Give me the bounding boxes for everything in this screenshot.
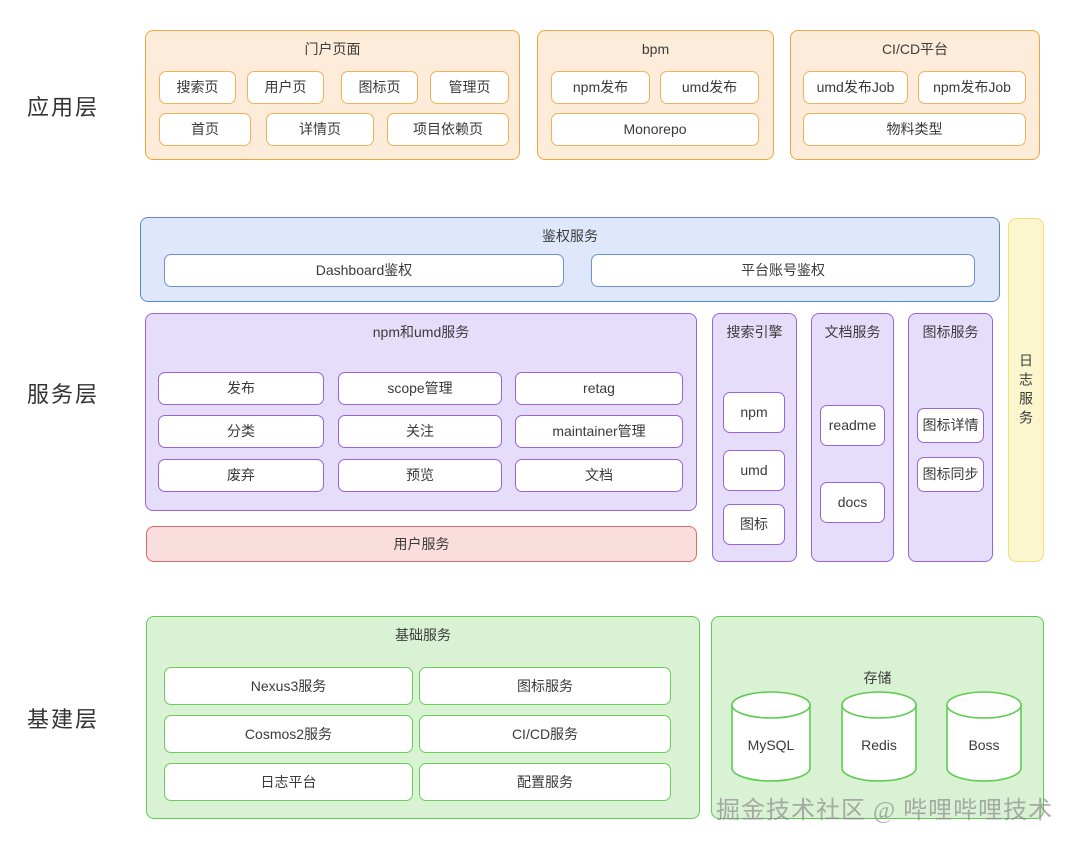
cylinder-boss[interactable]: Boss: [945, 691, 1023, 782]
chip-portal-user-page[interactable]: 用户页: [247, 71, 324, 104]
chip-bpm-umd-publish[interactable]: umd发布: [660, 71, 759, 104]
chip-cosmos2-service[interactable]: Cosmos2服务: [164, 715, 413, 753]
chip-category[interactable]: 分类: [158, 415, 324, 448]
chip-bpm-monorepo[interactable]: Monorepo: [551, 113, 759, 146]
chip-dashboard-auth[interactable]: Dashboard鉴权: [164, 254, 564, 287]
chip-search-npm[interactable]: npm: [723, 392, 785, 433]
chip-deprecate[interactable]: 废弃: [158, 459, 324, 492]
chip-search-icon[interactable]: 图标: [723, 504, 785, 545]
chip-maintainer-management[interactable]: maintainer管理: [515, 415, 683, 448]
layer-label-application: 应用层: [27, 95, 100, 120]
group-title-cicd: CI/CD平台: [881, 41, 949, 57]
chip-doc-readme[interactable]: readme: [820, 405, 885, 446]
chip-follow[interactable]: 关注: [338, 415, 502, 448]
chip-icon-detail[interactable]: 图标详情: [917, 408, 984, 443]
chip-scope-management[interactable]: scope管理: [338, 372, 502, 405]
layer-label-service: 服务层: [27, 382, 100, 407]
chip-cicd-service[interactable]: CI/CD服务: [419, 715, 671, 753]
layer-label-infrastructure: 基建层: [27, 707, 100, 732]
cylinder-label-redis: Redis: [861, 737, 897, 753]
group-title-search-engine: 搜索引擎: [726, 324, 783, 340]
group-title-log-service: 日志服务: [1018, 353, 1034, 429]
cylinder-label-boss: Boss: [968, 737, 1000, 753]
group-user-service[interactable]: 用户服务: [146, 526, 697, 562]
group-title-npm-umd-service: npm和umd服务: [372, 324, 470, 340]
chip-preview[interactable]: 预览: [338, 459, 502, 492]
chip-portal-detail-page[interactable]: 详情页: [266, 113, 374, 146]
chip-portal-admin-page[interactable]: 管理页: [430, 71, 509, 104]
chip-cicd-material-type[interactable]: 物料类型: [803, 113, 1026, 146]
chip-platform-account-auth[interactable]: 平台账号鉴权: [591, 254, 975, 287]
chip-bpm-npm-publish[interactable]: npm发布: [551, 71, 650, 104]
chip-docs[interactable]: 文档: [515, 459, 683, 492]
cylinder-redis[interactable]: Redis: [840, 691, 918, 782]
group-title-doc-service: 文档服务: [824, 324, 881, 340]
group-title-portal: 门户页面: [304, 41, 361, 57]
chip-icon-sync[interactable]: 图标同步: [917, 457, 984, 492]
group-title-user-service: 用户服务: [393, 536, 450, 552]
chip-portal-dependency-page[interactable]: 项目依赖页: [387, 113, 509, 146]
chip-retag[interactable]: retag: [515, 372, 683, 405]
group-title-base-service: 基础服务: [395, 627, 451, 643]
group-title-storage: 存储: [863, 670, 892, 686]
chip-search-umd[interactable]: umd: [723, 450, 785, 491]
chip-icon-service[interactable]: 图标服务: [419, 667, 671, 705]
chip-doc-docs[interactable]: docs: [820, 482, 885, 523]
group-title-auth-service: 鉴权服务: [542, 228, 598, 244]
group-title-icon-service: 图标服务: [922, 324, 979, 340]
chip-portal-home-page[interactable]: 首页: [159, 113, 251, 146]
group-log-service[interactable]: 日志服务: [1008, 218, 1044, 562]
chip-npm-publish[interactable]: 发布: [158, 372, 324, 405]
chip-config-service[interactable]: 配置服务: [419, 763, 671, 801]
cylinder-mysql[interactable]: MySQL: [730, 691, 812, 782]
cylinder-label-mysql: MySQL: [747, 737, 795, 753]
chip-cicd-umd-publish-job[interactable]: umd发布Job: [803, 71, 908, 104]
chip-portal-icon-page[interactable]: 图标页: [341, 71, 418, 104]
group-title-bpm: bpm: [641, 41, 670, 57]
chip-cicd-npm-publish-job[interactable]: npm发布Job: [918, 71, 1026, 104]
chip-portal-search-page[interactable]: 搜索页: [159, 71, 236, 104]
watermark: 掘金技术社区 @ 哔哩哔哩技术: [716, 798, 1054, 824]
chip-nexus3-service[interactable]: Nexus3服务: [164, 667, 413, 705]
chip-log-platform[interactable]: 日志平台: [164, 763, 413, 801]
